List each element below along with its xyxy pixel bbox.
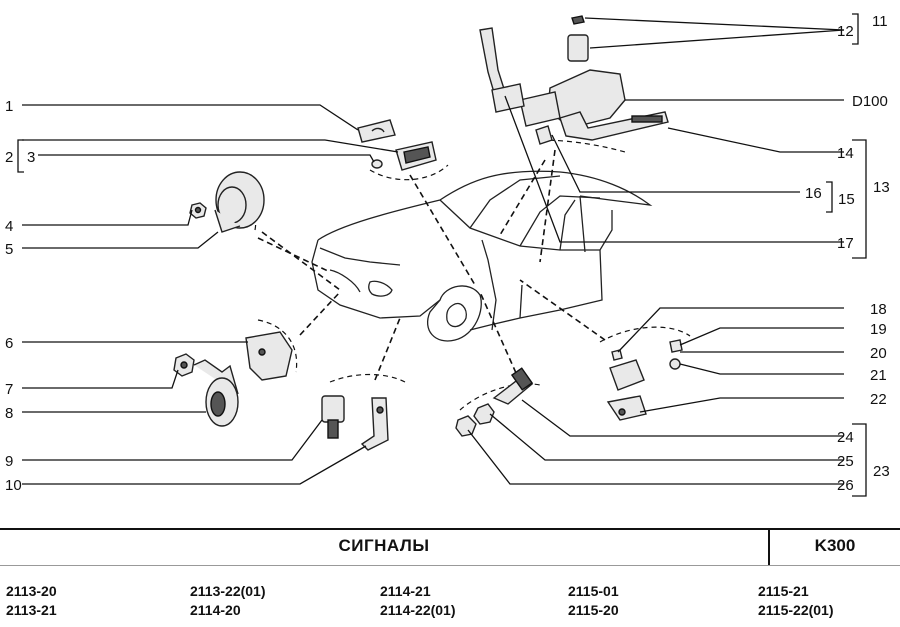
car-outline — [311, 170, 653, 342]
callout-2: 2 — [5, 149, 13, 166]
callout-25: 25 — [837, 453, 854, 470]
relay-part — [606, 339, 683, 421]
callout-6: 6 — [5, 335, 13, 352]
section-code: K300 — [814, 536, 856, 555]
horn-high-part — [214, 171, 265, 233]
model-column-1: 2113-20 2113-21 — [6, 582, 57, 620]
model-code: 2113-20 — [6, 583, 57, 599]
bulb-part — [371, 159, 383, 169]
indicator-lever-part — [479, 27, 525, 113]
nut-part — [189, 202, 207, 219]
callout-21: 21 — [870, 367, 887, 384]
model-code: 2115-01 — [568, 583, 619, 599]
callout-3: 3 — [27, 149, 35, 166]
screw-16-part — [535, 125, 553, 145]
callout-d100: D100 — [852, 93, 888, 110]
callout-7: 7 — [5, 381, 13, 398]
callout-9: 9 — [5, 453, 13, 470]
section-title: СИГНАЛЫ — [338, 536, 430, 555]
model-code: 2113-22(01) — [190, 583, 266, 599]
callout-23: 23 — [873, 463, 890, 480]
callout-19: 19 — [870, 321, 887, 338]
callout-10: 10 — [5, 477, 22, 494]
callout-26: 26 — [837, 477, 854, 494]
footer-divider — [768, 529, 770, 565]
model-column-5: 2115-21 2115-22(01) — [758, 582, 834, 620]
callout-22: 22 — [870, 391, 887, 408]
callout-5: 5 — [5, 241, 13, 258]
location-arrows — [257, 149, 606, 383]
horn-bracket-part — [245, 331, 293, 381]
callout-18: 18 — [870, 301, 887, 318]
door-switch-part — [455, 367, 534, 437]
callout-8: 8 — [5, 405, 13, 422]
hazard-switch-part — [567, 15, 589, 62]
column-switch-housing-part — [519, 69, 626, 129]
callout-15: 15 — [838, 191, 855, 208]
model-code: 2115-21 — [758, 583, 809, 599]
model-code: 2114-20 — [190, 602, 241, 618]
callout-20: 20 — [870, 345, 887, 362]
switch-bracket-part — [360, 397, 389, 451]
footer-bottom-rule — [0, 565, 900, 566]
model-code: 2115-20 — [568, 602, 619, 618]
model-column-3: 2114-21 2114-22(01) — [380, 582, 456, 620]
callout-13: 13 — [873, 179, 890, 196]
repeater-housing-part — [395, 141, 437, 171]
callout-12: 12 — [837, 23, 854, 40]
group-brackets — [17, 13, 867, 497]
model-code: 2113-21 — [6, 602, 57, 618]
model-code: 2115-22(01) — [758, 602, 834, 618]
brake-switch-part — [321, 395, 345, 439]
callout-4: 4 — [5, 218, 13, 235]
model-column-4: 2115-01 2115-20 — [568, 582, 619, 620]
model-column-2: 2113-22(01) 2114-20 — [190, 582, 266, 620]
callout-16: 16 — [805, 185, 822, 202]
side-repeater-lens-part — [357, 119, 396, 143]
callout-1: 1 — [5, 98, 13, 115]
callout-24: 24 — [837, 429, 854, 446]
horn-low-part — [205, 377, 239, 427]
model-code: 2114-22(01) — [380, 602, 456, 618]
leader-lines — [22, 17, 845, 485]
wiper-lever-part — [559, 111, 669, 141]
callout-11: 11 — [872, 13, 888, 30]
callout-labels: 1 2 3 4 5 6 7 8 9 10 12 11 D100 14 13 16… — [5, 13, 890, 494]
callout-14: 14 — [837, 145, 854, 162]
callout-17: 17 — [837, 235, 854, 252]
model-code: 2114-21 — [380, 583, 431, 599]
footer-top-rule — [0, 528, 900, 530]
